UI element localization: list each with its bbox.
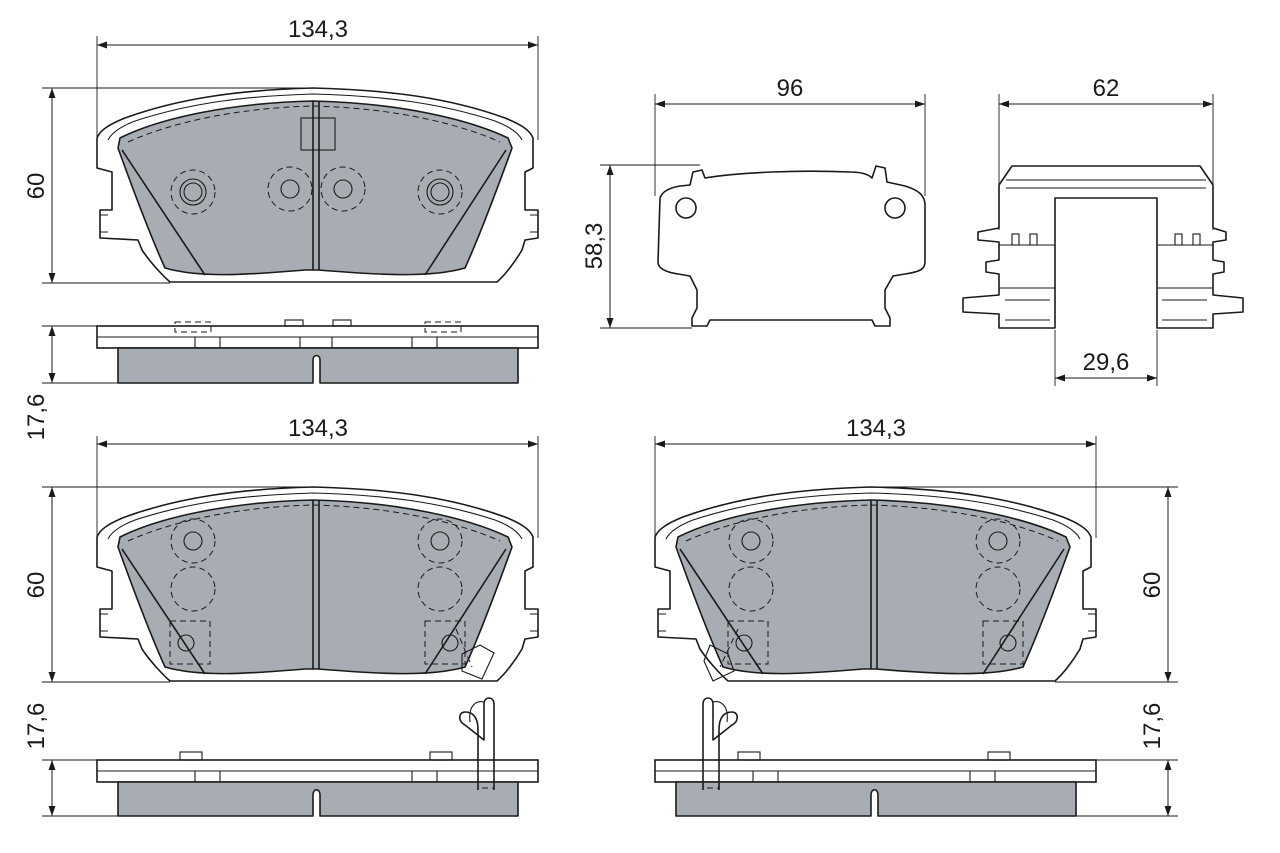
spring-width-label: 96: [777, 75, 804, 102]
pad-1-width-label: 134,3: [288, 16, 348, 43]
anti-rattle-spring: [657, 165, 926, 327]
pad-1-front-view: [96, 87, 539, 283]
pad-1-thickness-dimension: 17,6: [23, 325, 118, 441]
pad-2-height-dimension: 60: [23, 486, 313, 683]
pad-1-width-dimension: 134,3: [96, 16, 539, 140]
pad-3-front-view: [654, 486, 1097, 682]
pad-2-thickness-label: 17,6: [23, 703, 50, 750]
pad-1-friction-material: [117, 100, 513, 276]
clip-width-label: 62: [1093, 75, 1120, 102]
pad-1-side-view: [96, 319, 539, 384]
clip-width-dimension: 62: [998, 75, 1214, 230]
pad-3-width-label: 134,3: [846, 415, 906, 442]
clip-depth-label: 29,6: [1083, 349, 1130, 376]
pad-3-height-label: 60: [1139, 572, 1166, 599]
pad-retaining-clip: [962, 165, 1244, 329]
pad-1-height-label: 60: [23, 173, 50, 200]
pad-2-thickness-dimension: 17,6: [23, 703, 118, 817]
pad-3-thickness-dimension: 17,6: [1076, 703, 1178, 817]
pad-2-width-dimension: 134,3: [96, 415, 539, 538]
pad-3-side-view: [654, 697, 1097, 817]
spring-width-dimension: 96: [654, 75, 926, 196]
pad-3-height-dimension: 60: [871, 486, 1178, 683]
pad-3-width-dimension: 134,3: [654, 415, 1097, 538]
pad-2-side-view: [96, 697, 539, 817]
pad-1-thickness-label: 17,6: [23, 394, 50, 441]
pad-2-front-view: [96, 486, 539, 682]
pad-3-thickness-label: 17,6: [1139, 703, 1166, 750]
clip-depth-dimension: 29,6: [1054, 330, 1158, 386]
pad-1-height-dimension: 60: [23, 87, 313, 284]
pad-2-width-label: 134,3: [288, 415, 348, 442]
spring-height-dimension: 58,3: [581, 164, 700, 329]
pad-2-height-label: 60: [23, 572, 50, 599]
spring-height-label: 58,3: [581, 223, 608, 270]
